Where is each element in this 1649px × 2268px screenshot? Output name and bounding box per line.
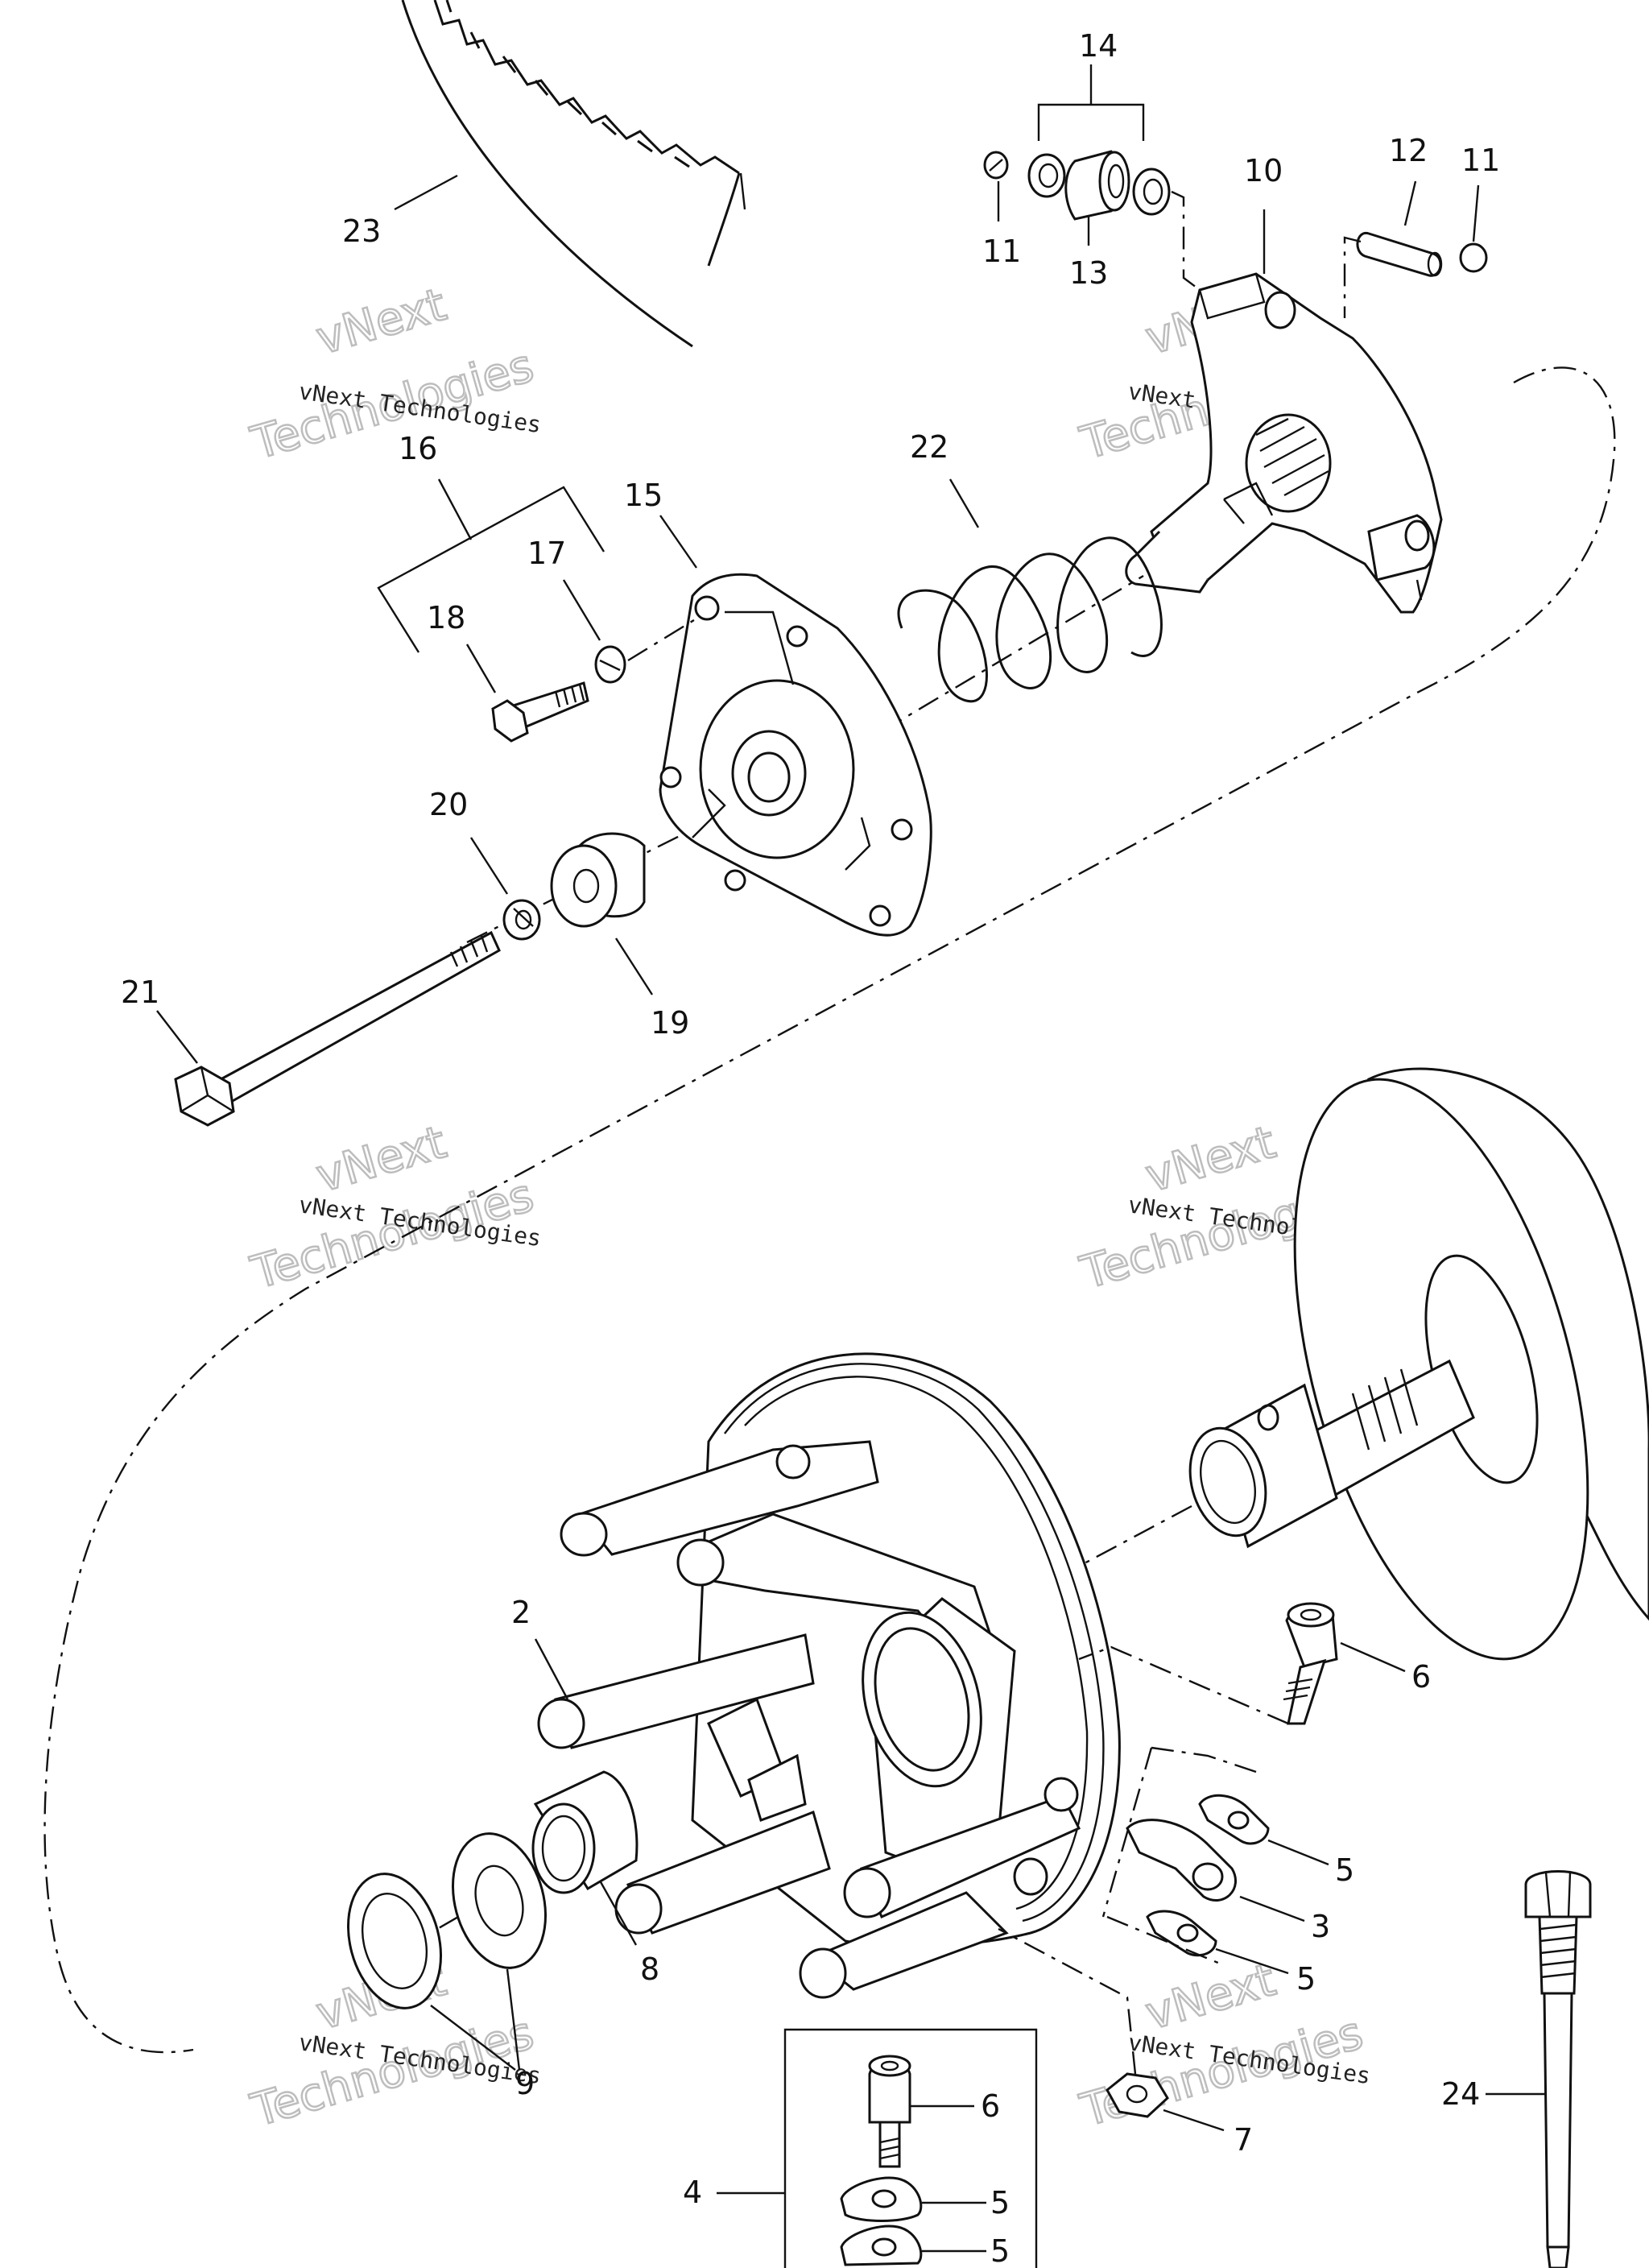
roller-lever-part-3 bbox=[1126, 1819, 1238, 1902]
bracket-16 bbox=[377, 478, 605, 653]
lock-washer-part-20 bbox=[502, 899, 541, 941]
shim-part-5-kit-b bbox=[840, 2225, 923, 2266]
callout-12: 12 bbox=[1389, 133, 1428, 168]
shim-part-5-lower bbox=[1146, 1910, 1217, 1957]
fixed-sheave-part-1 bbox=[1188, 1067, 1649, 1661]
callout-6-kit: 6 bbox=[981, 2088, 1000, 2124]
callout-16: 16 bbox=[399, 431, 437, 466]
lock-washer-part-17 bbox=[594, 645, 626, 684]
cap-part-11-left bbox=[983, 151, 1009, 180]
callout-21: 21 bbox=[121, 975, 159, 1010]
long-bolt-part-24 bbox=[1524, 1870, 1592, 2268]
callout-5-kit-a: 5 bbox=[990, 2185, 1010, 2220]
movable-sheave-part-2 bbox=[537, 1352, 1121, 1999]
callout-8: 8 bbox=[640, 1951, 659, 1987]
callout-5-lower: 5 bbox=[1296, 1961, 1316, 1997]
svg-text:vNext: vNext bbox=[1140, 1954, 1281, 2041]
callout-24: 24 bbox=[1441, 2076, 1480, 2112]
callout-6-upper: 6 bbox=[1411, 1659, 1431, 1695]
svg-text:vNext: vNext bbox=[311, 279, 452, 366]
callout-18: 18 bbox=[427, 600, 465, 635]
nut-part-7 bbox=[1106, 2072, 1169, 2118]
bracket-14 bbox=[1037, 64, 1145, 141]
shim-part-5-kit-a bbox=[840, 2176, 923, 2222]
washer-part-9-left bbox=[346, 1873, 443, 2009]
callout-19: 19 bbox=[651, 1005, 689, 1041]
callout-5-kit-b: 5 bbox=[990, 2233, 1010, 2268]
callout-14: 14 bbox=[1079, 28, 1118, 64]
washer-part-9-right bbox=[451, 1832, 548, 1969]
bushing-part-13 bbox=[1064, 150, 1130, 221]
socket-screw-part-6-upper bbox=[1283, 1602, 1338, 1725]
watermark-mid-left: vNext Technologies vNext Technologies bbox=[245, 1115, 543, 1301]
callout-20: 20 bbox=[429, 787, 468, 822]
spring-part-22 bbox=[897, 478, 1163, 703]
callout-23: 23 bbox=[342, 213, 381, 249]
callout-5-upper: 5 bbox=[1335, 1852, 1354, 1888]
bolt-part-21 bbox=[174, 930, 501, 1127]
callout-15: 15 bbox=[624, 478, 663, 513]
callout-9: 9 bbox=[515, 2066, 535, 2101]
svg-text:vNext: vNext bbox=[311, 1116, 452, 1203]
socket-screw-part-6-kit bbox=[868, 2055, 911, 2168]
sleeve-part-8 bbox=[531, 1770, 639, 1894]
watermark-top-left: vNext Technologies vNext Technologies bbox=[245, 278, 543, 471]
bushing-part-19 bbox=[550, 832, 646, 928]
callout-17: 17 bbox=[527, 536, 566, 571]
shim-part-5-upper bbox=[1198, 1794, 1270, 1845]
drive-belt-part-23 bbox=[394, 0, 746, 348]
pin-part-12 bbox=[1356, 232, 1443, 277]
belt-path-outline bbox=[43, 366, 1616, 2054]
callout-4: 4 bbox=[683, 2175, 702, 2210]
cap-part-11-right bbox=[1459, 242, 1488, 273]
leader-2 bbox=[534, 1638, 569, 1700]
callout-7: 7 bbox=[1234, 2122, 1253, 2158]
washer-part-14-right bbox=[1132, 168, 1171, 216]
callout-11-right: 11 bbox=[1461, 143, 1500, 178]
svg-text:vNext: vNext bbox=[1140, 1116, 1281, 1203]
callout-11-left: 11 bbox=[982, 234, 1021, 269]
washer-part-14-left bbox=[1027, 153, 1066, 198]
cover-plate-part-15 bbox=[659, 515, 932, 937]
callout-22: 22 bbox=[910, 429, 948, 465]
callout-2: 2 bbox=[511, 1595, 531, 1630]
callout-13: 13 bbox=[1069, 255, 1108, 291]
callout-10: 10 bbox=[1244, 153, 1283, 188]
kit-box-part-4 bbox=[717, 2028, 1038, 2268]
callout-3: 3 bbox=[1311, 1909, 1330, 1944]
bolt-part-18 bbox=[491, 681, 589, 743]
spider-cam-part-10 bbox=[1125, 209, 1443, 614]
